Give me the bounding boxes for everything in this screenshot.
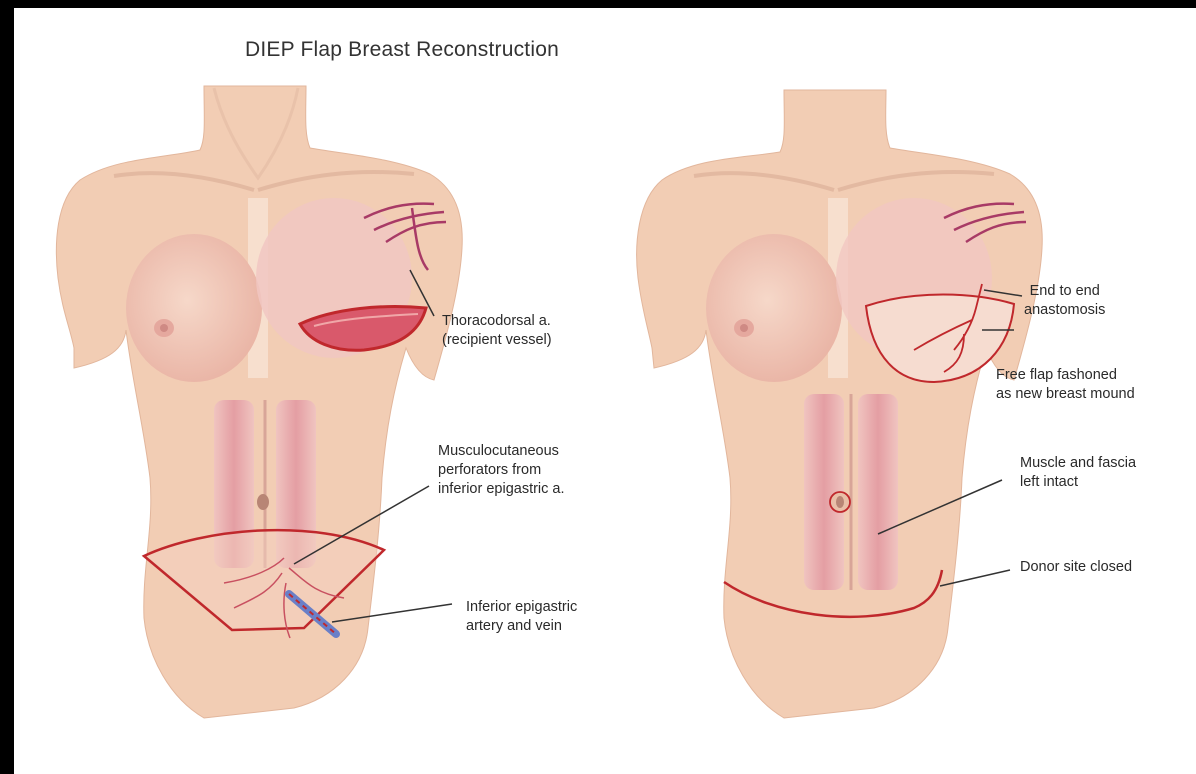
right-torso-figure <box>637 90 1043 718</box>
label-thoracodorsal: Thoracodorsal a. (recipient vessel) <box>442 312 552 350</box>
illustration-frame: DIEP Flap Breast Reconstruction Thoracod… <box>14 8 1196 774</box>
right-rectus-muscle-b <box>858 394 898 590</box>
label-donor-site: Donor site closed <box>1020 558 1132 577</box>
label-muscle-fascia: Muscle and fascia left intact <box>1020 454 1136 492</box>
right-figure-breast <box>706 234 842 382</box>
label-free-flap: Free flap fashoned as new breast mound <box>996 366 1135 404</box>
label-perforators: Musculocutaneous perforators from inferi… <box>438 442 565 499</box>
label-anastomosis: End to end anastomosis <box>1024 282 1105 320</box>
label-epigastric-vessels: Inferior epigastric artery and vein <box>466 598 577 636</box>
left-torso-figure <box>56 86 462 718</box>
page-title: DIEP Flap Breast Reconstruction <box>14 38 790 62</box>
left-figure-breast <box>126 234 262 382</box>
